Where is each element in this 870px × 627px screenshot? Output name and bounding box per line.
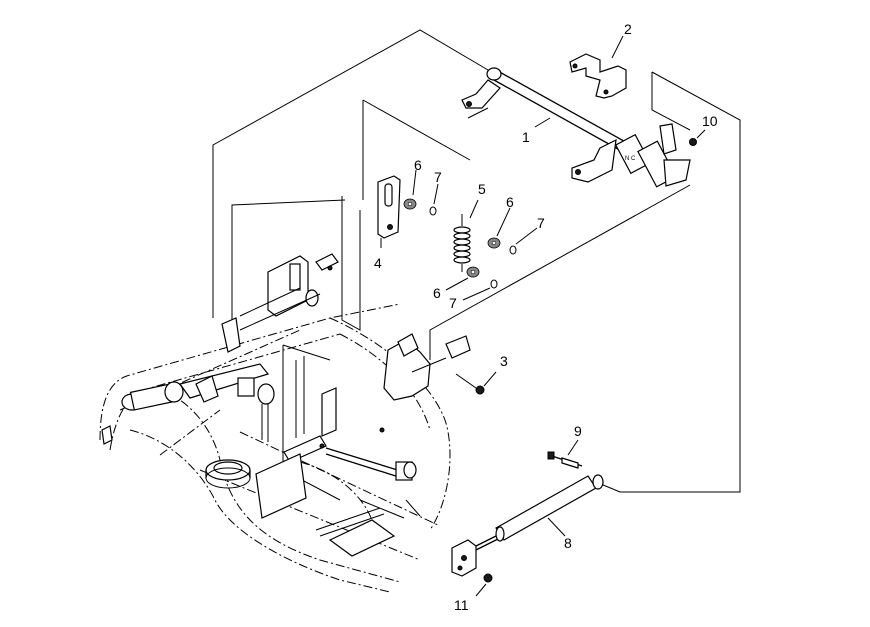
callout-6a: 6 [414, 157, 422, 173]
part-10-nut: 10 [689, 113, 718, 146]
part-2-bracket: 2 [569, 21, 632, 99]
part-9-bolt: 9 [547, 423, 583, 469]
callout-7a: 7 [434, 169, 442, 185]
svg-text:N C: N C [625, 156, 636, 162]
callout-11: 11 [454, 597, 469, 613]
part-8-gas-damper: 8 [471, 474, 604, 553]
spring-icon [453, 226, 471, 264]
damper-mount-bracket [451, 539, 477, 577]
part-11-nut: 11 [454, 573, 493, 613]
callout-7b: 7 [537, 215, 545, 231]
callout-6b: 6 [506, 194, 514, 210]
callout-1: 1 [522, 129, 530, 145]
part-3-bolt: 3 [455, 353, 508, 395]
part-5-spring: 5 [453, 181, 486, 272]
gas-damper-icon [471, 474, 604, 553]
callout-4: 4 [374, 255, 382, 271]
callout-9: 9 [574, 423, 582, 439]
callout-6c: 6 [433, 285, 441, 301]
part-1-shaft-assembly: N C 1 [461, 67, 691, 188]
callout-8: 8 [564, 535, 572, 551]
chassis-components [101, 253, 471, 557]
callout-10: 10 [702, 113, 718, 129]
part-4-link-plate: 4 [374, 175, 401, 271]
callout-7c: 7 [449, 295, 457, 311]
washers-and-clips: 6 7 6 7 6 7 [403, 157, 545, 311]
callout-3: 3 [500, 353, 508, 369]
callout-2: 2 [624, 21, 632, 37]
callout-5: 5 [478, 181, 486, 197]
